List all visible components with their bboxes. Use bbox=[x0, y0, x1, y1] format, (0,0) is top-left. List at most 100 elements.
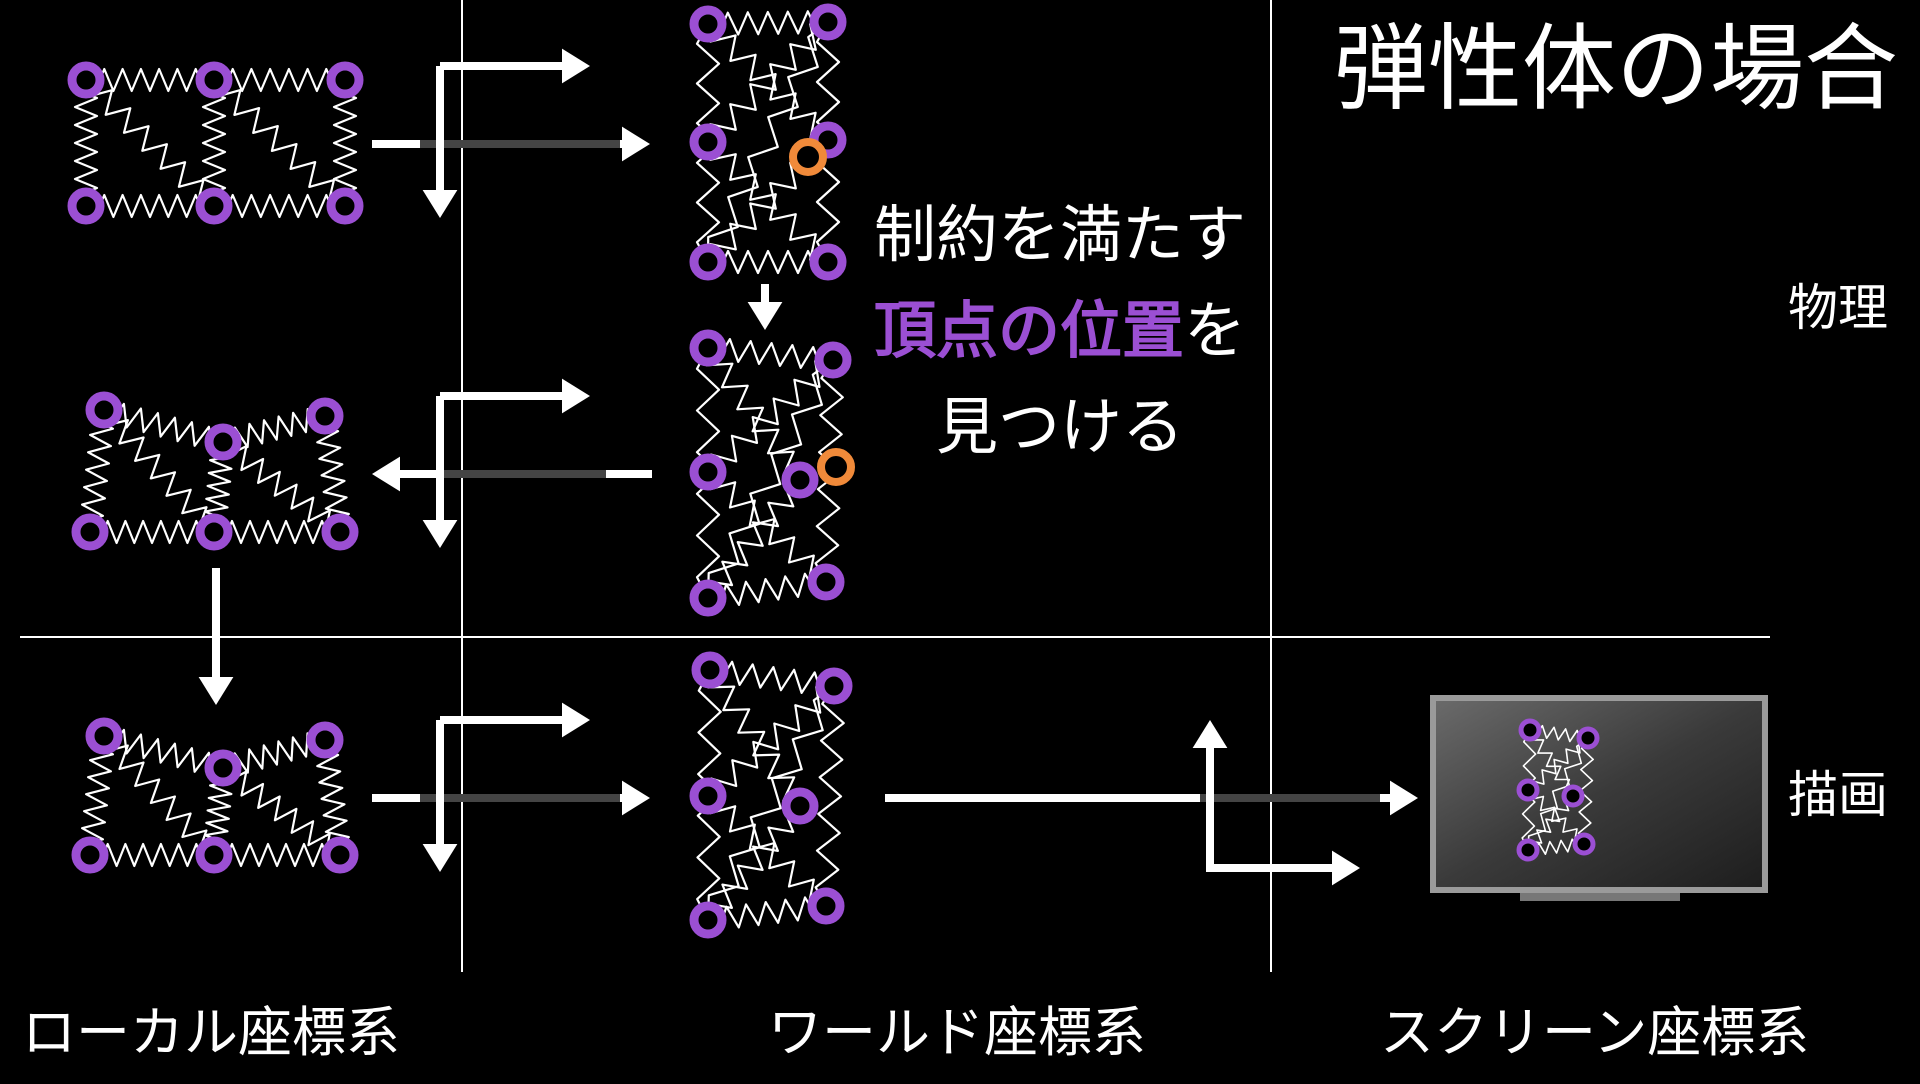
spring bbox=[706, 358, 834, 473]
vertex bbox=[71, 513, 109, 551]
arrow-head bbox=[198, 677, 234, 705]
arrow-head bbox=[562, 702, 590, 738]
soft-body bbox=[689, 651, 853, 939]
vertex bbox=[195, 187, 233, 225]
spring bbox=[213, 67, 346, 93]
spring bbox=[201, 79, 227, 207]
spring bbox=[706, 804, 801, 921]
vertex bbox=[67, 187, 105, 225]
label-local-space: ローカル座標系 bbox=[22, 1001, 400, 1064]
page-title: 弾性体の場合 bbox=[1333, 15, 1898, 124]
arrow bbox=[747, 284, 783, 330]
spring bbox=[89, 519, 215, 545]
vertex bbox=[807, 563, 845, 601]
vertex bbox=[814, 341, 852, 379]
spring bbox=[1528, 729, 1574, 797]
spring bbox=[84, 79, 215, 208]
vertex bbox=[195, 513, 233, 551]
row-label-render: 描画 bbox=[1788, 766, 1888, 824]
spring bbox=[79, 735, 114, 856]
arrow-head bbox=[422, 844, 458, 872]
arrow bbox=[422, 396, 458, 548]
caption-highlight: 頂点の位置 bbox=[873, 294, 1184, 367]
constraint-vertex bbox=[817, 448, 855, 486]
spring bbox=[814, 685, 845, 907]
spring bbox=[706, 141, 829, 264]
spring bbox=[89, 842, 215, 868]
vertex bbox=[85, 391, 123, 429]
vertex bbox=[1576, 726, 1600, 750]
arrows-layer bbox=[198, 48, 1418, 886]
label-world-space: ワールド座標系 bbox=[768, 1001, 1146, 1064]
vertex bbox=[781, 787, 819, 825]
arrow-head bbox=[422, 190, 458, 218]
spring bbox=[1527, 789, 1585, 845]
spring bbox=[709, 660, 835, 697]
vertex bbox=[689, 579, 727, 617]
vertex bbox=[689, 329, 727, 367]
vertex bbox=[1561, 784, 1585, 808]
spring bbox=[707, 338, 834, 371]
vertex bbox=[85, 717, 123, 755]
arrow-head bbox=[1390, 780, 1418, 816]
vertex bbox=[1518, 718, 1542, 742]
spring bbox=[706, 23, 829, 142]
vertex bbox=[807, 887, 845, 925]
soft-body bbox=[67, 61, 364, 225]
vertex bbox=[809, 3, 847, 41]
spring bbox=[706, 21, 829, 263]
arrow bbox=[440, 48, 590, 84]
spring bbox=[102, 735, 215, 857]
vertex bbox=[689, 777, 727, 815]
vertex bbox=[321, 836, 359, 874]
arrow-head bbox=[1332, 850, 1360, 886]
vertex bbox=[204, 423, 242, 461]
arrow-head bbox=[562, 48, 590, 84]
spring bbox=[213, 193, 346, 219]
soft-body bbox=[689, 3, 847, 281]
spring bbox=[707, 669, 801, 808]
spring bbox=[707, 572, 827, 609]
vertex bbox=[689, 123, 727, 161]
caption-line-2: 頂点の位置を bbox=[860, 283, 1260, 379]
vertex bbox=[306, 721, 344, 759]
vertex bbox=[809, 243, 847, 281]
vertex bbox=[689, 901, 727, 939]
spring bbox=[221, 767, 341, 859]
soft-body bbox=[71, 717, 359, 874]
spring bbox=[1527, 795, 1574, 851]
arrow bbox=[372, 456, 440, 492]
spring bbox=[706, 359, 834, 599]
row-label-physics: 物理 bbox=[1788, 279, 1888, 337]
spring bbox=[79, 409, 114, 533]
vertex bbox=[204, 749, 242, 787]
caption-line-2-rest: を bbox=[1184, 294, 1247, 367]
spring bbox=[85, 67, 215, 93]
arrow bbox=[422, 720, 458, 872]
vertex bbox=[326, 61, 364, 99]
soft-bodies-layer bbox=[67, 3, 855, 939]
spring bbox=[706, 471, 827, 584]
vertex bbox=[67, 61, 105, 99]
spring bbox=[314, 415, 350, 533]
arrow bbox=[440, 702, 590, 738]
spring bbox=[705, 478, 801, 599]
spring bbox=[707, 896, 827, 931]
vertex bbox=[1572, 832, 1596, 856]
arrow bbox=[1380, 780, 1418, 816]
spring bbox=[314, 739, 350, 856]
screen-soft-body bbox=[1516, 718, 1600, 862]
vertex bbox=[326, 187, 364, 225]
arrow bbox=[198, 568, 234, 705]
vertex bbox=[1516, 778, 1540, 802]
spring bbox=[707, 249, 829, 275]
arrow bbox=[440, 378, 590, 414]
spring bbox=[1527, 737, 1589, 791]
soft-body bbox=[1516, 718, 1600, 862]
arrow-head bbox=[422, 520, 458, 548]
spring bbox=[706, 685, 835, 921]
arrow bbox=[1210, 850, 1360, 886]
spring bbox=[85, 193, 215, 219]
vertex bbox=[1516, 838, 1540, 862]
vertex bbox=[815, 667, 853, 705]
